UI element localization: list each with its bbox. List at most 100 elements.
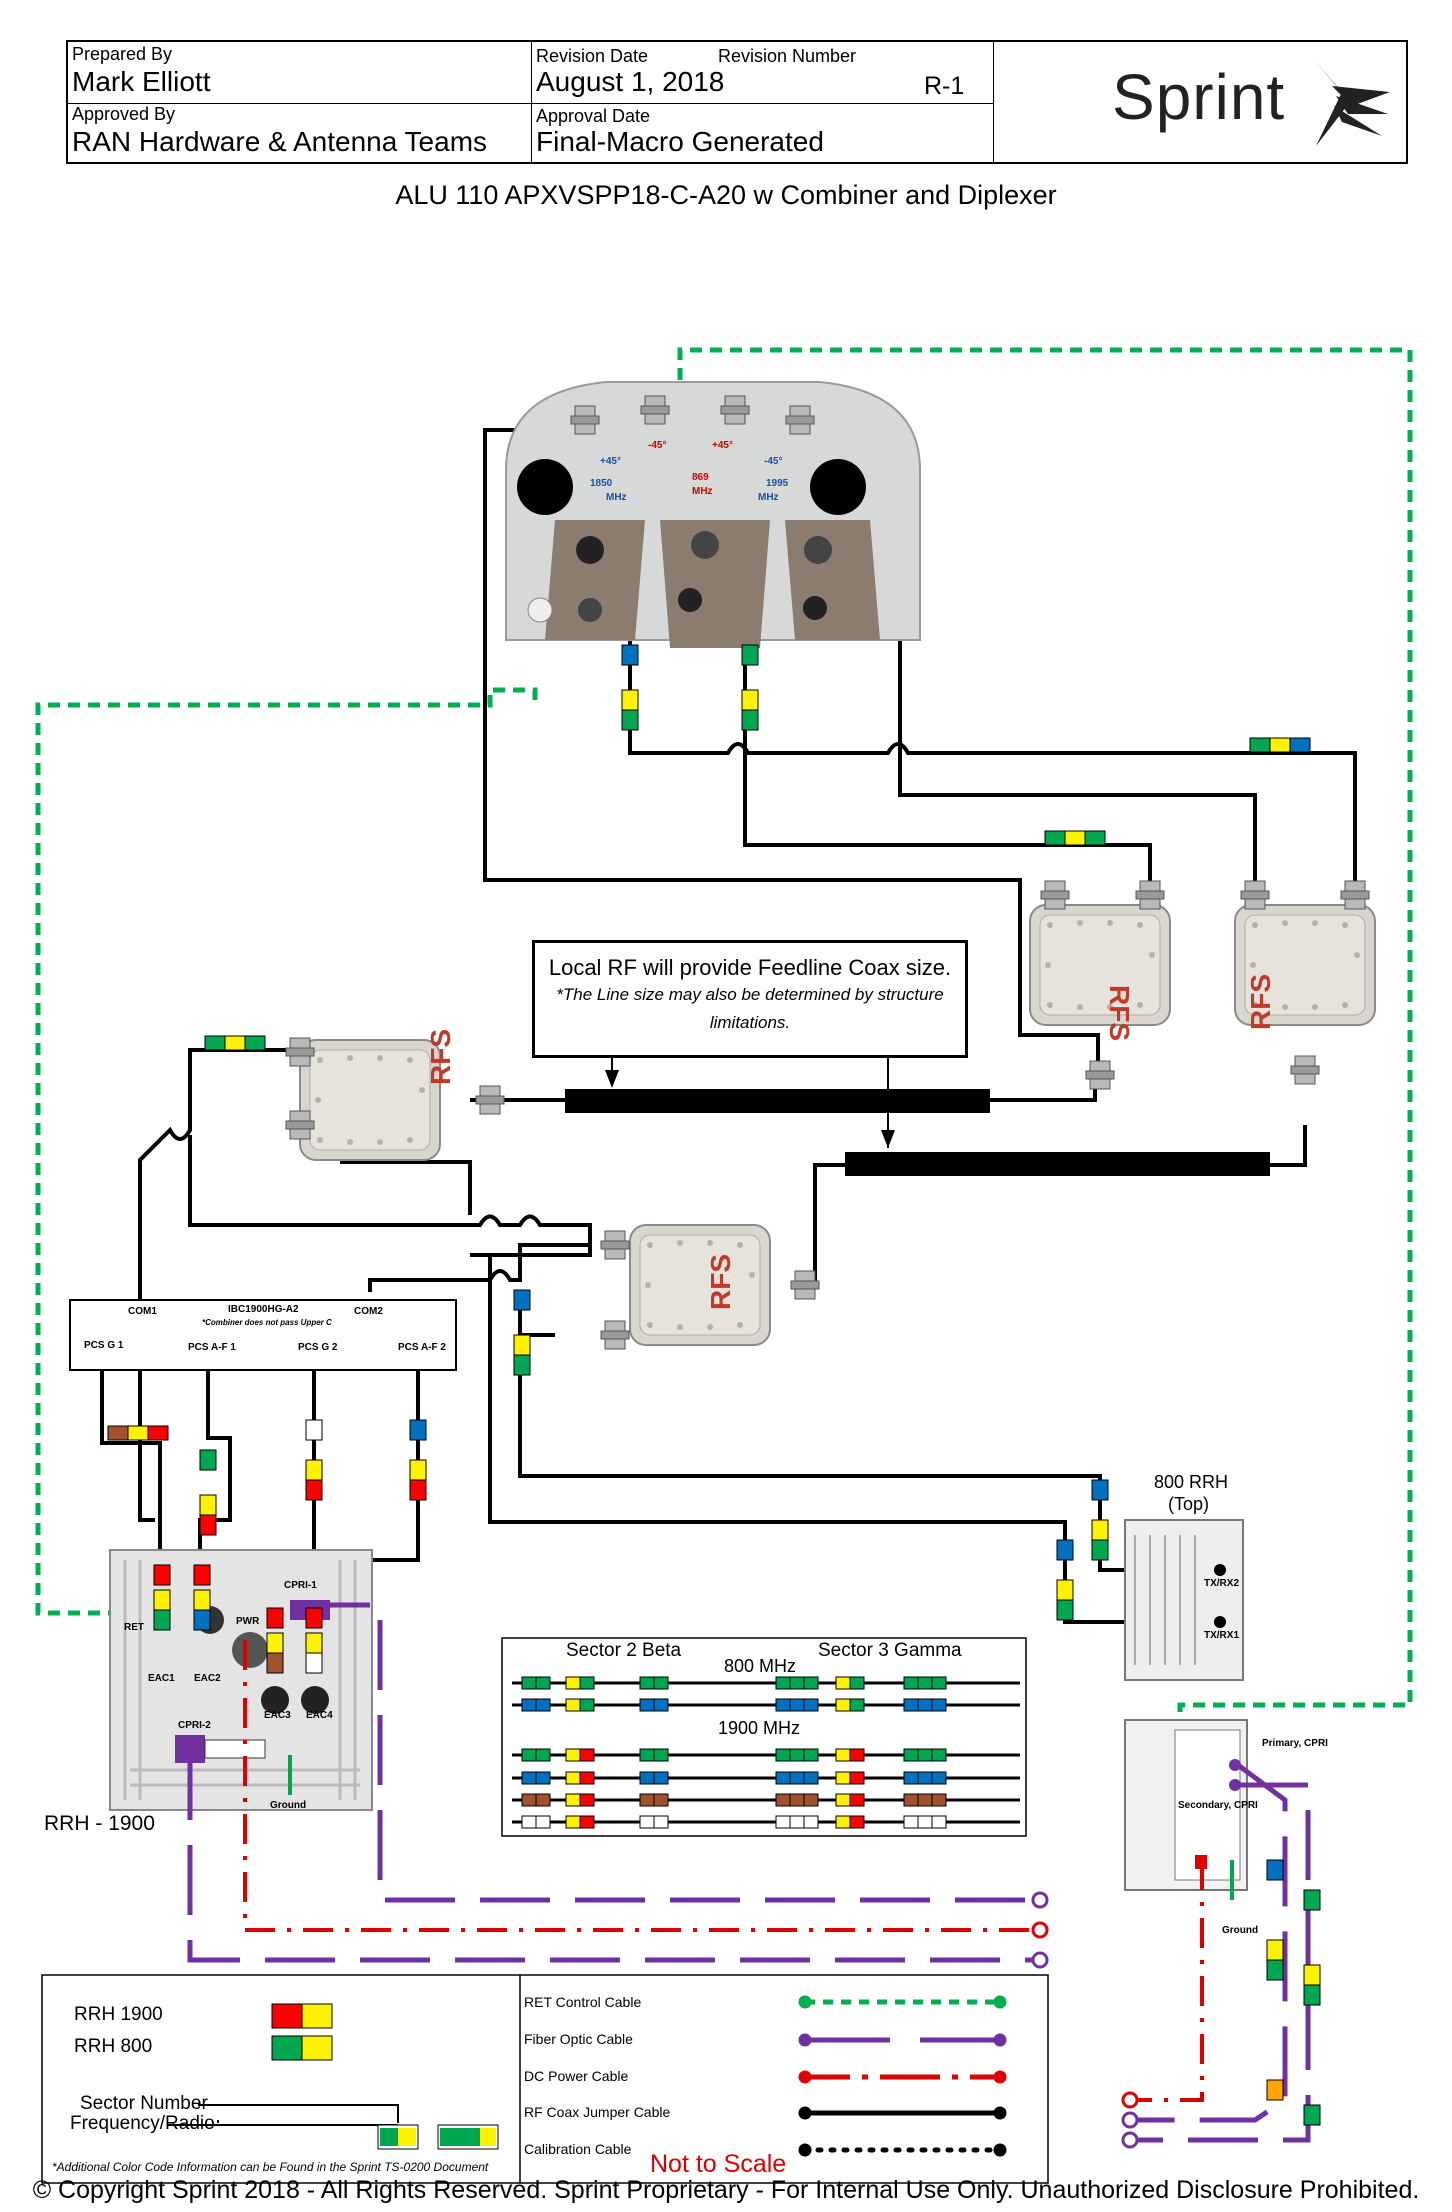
color-band	[803, 1815, 819, 1829]
color-band	[147, 1425, 169, 1441]
color-band	[1091, 1479, 1109, 1501]
color-band	[1303, 1984, 1321, 2006]
color-band	[565, 1748, 581, 1762]
approved-by-cell: Approved By RAN Hardware & Antenna Teams	[68, 104, 532, 164]
rrh1900-ground: Ground	[270, 1800, 307, 1811]
legend-rrh1900: RRH 1900	[74, 2004, 163, 2025]
antenna-freq-1850: 1850	[590, 478, 613, 489]
color-band	[639, 1771, 655, 1785]
color-band	[621, 709, 639, 731]
color-band	[1091, 1539, 1109, 1561]
rrh800-label: 800 RRH	[1154, 1472, 1229, 1492]
color-band	[621, 644, 639, 666]
color-band	[204, 1035, 226, 1051]
legend-swatches	[168, 2003, 499, 2150]
color-band	[917, 1698, 933, 1712]
color-band	[653, 1793, 669, 1807]
bbu-ground: Ground	[1222, 1925, 1259, 1936]
color-band	[789, 1676, 805, 1690]
color-band	[565, 1793, 581, 1807]
approved-by-label: Approved By	[72, 104, 176, 124]
color-band	[849, 1771, 865, 1785]
antenna-port-m45b: -45°	[764, 456, 783, 467]
color-band	[803, 1676, 819, 1690]
color-band	[535, 1748, 551, 1762]
color-band	[513, 1289, 531, 1311]
color-band	[917, 1676, 933, 1690]
color-band	[849, 1676, 865, 1690]
color-band	[193, 1609, 211, 1631]
color-band	[931, 1815, 947, 1829]
color-band	[789, 1771, 805, 1785]
revision-date-label: Revision Date	[536, 46, 649, 66]
diplexer-middle-left: RFS	[285, 1029, 505, 1161]
color-band	[653, 1771, 669, 1785]
antenna-freq-869: 869	[692, 472, 709, 483]
color-band	[903, 1771, 919, 1785]
combiner-pcs-g1: PCS G 1	[84, 1340, 124, 1351]
color-band	[535, 1698, 551, 1712]
color-band	[579, 1676, 595, 1690]
color-band	[266, 1652, 284, 1674]
color-band	[153, 1609, 171, 1631]
bbu-primary-cpri: Primary, CPRI	[1262, 1738, 1328, 1749]
color-band	[193, 1564, 211, 1586]
color-band	[305, 1652, 323, 1674]
combiner-note: *Combiner does not pass Upper C	[202, 1318, 332, 1327]
color-band	[639, 1676, 655, 1690]
color-band	[835, 1771, 851, 1785]
combiner-pcs-af1: PCS A-F 1	[188, 1342, 236, 1353]
color-band	[903, 1793, 919, 1807]
color-band	[305, 1479, 323, 1501]
combiner-ibc1900hg	[69, 1299, 457, 1371]
color-band	[931, 1793, 947, 1807]
sector-beta-header: Sector 2 Beta	[566, 1640, 682, 1661]
color-band	[579, 1815, 595, 1829]
legend-freq-radio: Frequency/Radio	[70, 2113, 215, 2134]
color-band	[903, 1748, 919, 1762]
color-band	[639, 1793, 655, 1807]
color-band	[579, 1748, 595, 1762]
combiner-pcs-af2: PCS A-F 2	[398, 1342, 446, 1353]
rrh1900-cpri2: CPRI-2	[178, 1720, 211, 1731]
note-line1: Local RF will provide Feedline Coax size…	[548, 955, 952, 980]
color-band	[1056, 1539, 1074, 1561]
color-band	[199, 1494, 217, 1516]
color-band	[803, 1748, 819, 1762]
rrh1900-eac3: EAC3	[264, 1710, 291, 1721]
color-band	[1084, 830, 1106, 846]
color-band	[1056, 1579, 1074, 1601]
color-band	[521, 1771, 537, 1785]
color-band	[1269, 737, 1291, 753]
color-band	[835, 1815, 851, 1829]
color-band	[775, 1676, 791, 1690]
sprint-logo-text: Sprint	[1112, 61, 1286, 133]
approval-date-value: Final-Macro Generated	[536, 126, 824, 157]
color-band	[193, 1589, 211, 1611]
color-band	[917, 1815, 933, 1829]
color-band	[775, 1815, 791, 1829]
color-band	[849, 1748, 865, 1762]
color-band	[789, 1815, 805, 1829]
color-band	[917, 1793, 933, 1807]
combiner-name: IBC1900HG-A2	[228, 1304, 299, 1315]
legend-ret-cable: RET Control Cable	[524, 1994, 642, 2010]
rrh1900-pwr: PWR	[236, 1616, 260, 1627]
color-band	[1056, 1599, 1074, 1621]
color-band	[775, 1771, 791, 1785]
color-band	[803, 1771, 819, 1785]
color-band	[409, 1459, 427, 1481]
antenna-apxvspp18	[505, 381, 921, 648]
color-band	[835, 1793, 851, 1807]
approved-by-value: RAN Hardware & Antenna Teams	[72, 126, 488, 157]
color-band	[266, 1607, 284, 1629]
page-title: ALU 110 APXVSPP18-C-A20 w Combiner and D…	[395, 180, 1057, 210]
color-band	[849, 1698, 865, 1712]
color-band	[653, 1815, 669, 1829]
rrh800-label-top: (Top)	[1168, 1494, 1210, 1514]
color-band	[1064, 830, 1086, 846]
copyright-footer: © Copyright Sprint 2018 - All Rights Res…	[32, 2176, 1420, 2204]
color-band	[931, 1698, 947, 1712]
color-band	[565, 1815, 581, 1829]
